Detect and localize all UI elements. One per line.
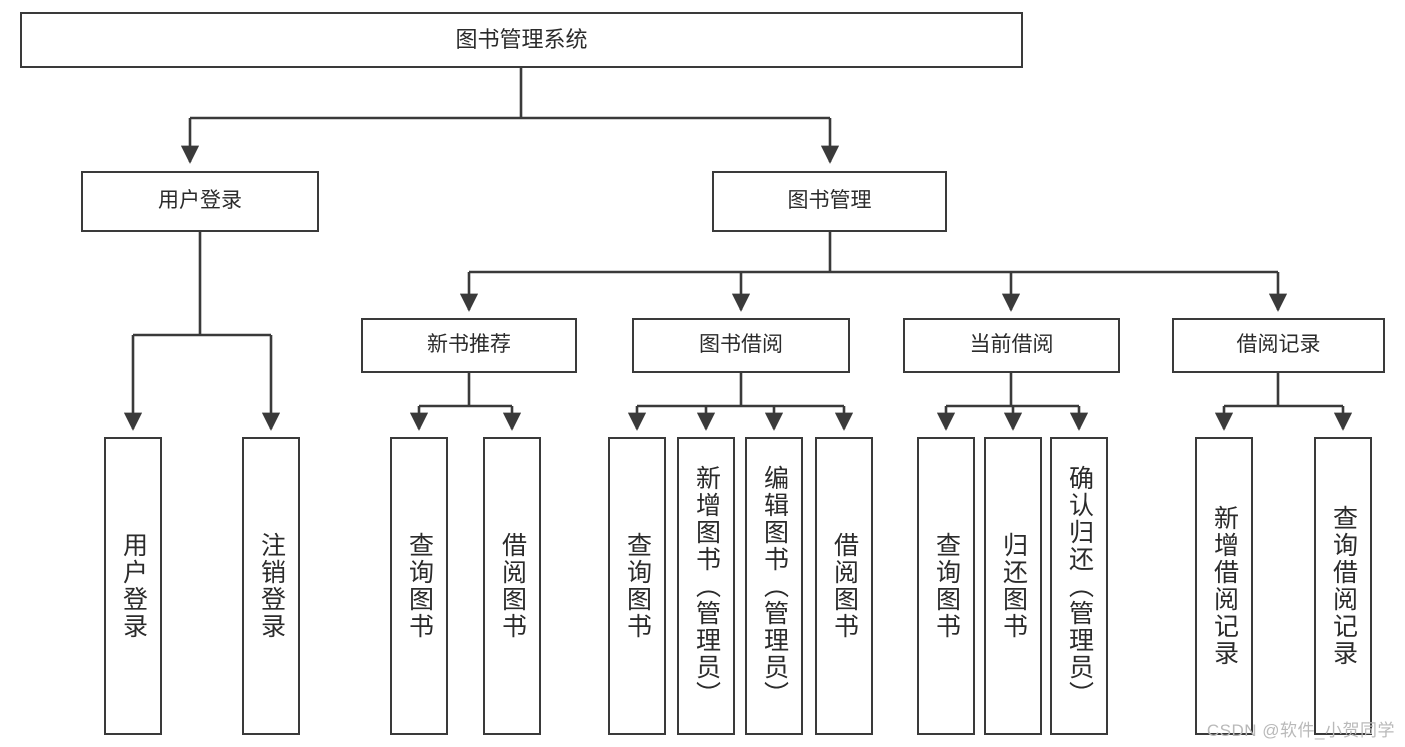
node-current-borrow-label: 当前借阅 xyxy=(969,333,1054,357)
leaf-return-book[interactable]: 归还图书 xyxy=(984,437,1042,735)
leaf-borrow-book-1[interactable]: 借阅图书 xyxy=(483,437,541,735)
node-book-manage-label: 图书管理 xyxy=(787,189,872,213)
leaf-add-record-label: 新增借阅记录 xyxy=(1210,505,1239,667)
leaf-confirm-return-label: 确认归还（管理员） xyxy=(1065,464,1094,708)
csdn-watermark: CSDN @软件_小贺同学 xyxy=(1206,721,1395,740)
leaf-query-book-2-label: 查询图书 xyxy=(623,532,652,640)
leaf-edit-book-label: 编辑图书（管理员） xyxy=(760,464,789,708)
node-user-login[interactable]: 用户登录 xyxy=(81,171,319,232)
node-user-login-label: 用户登录 xyxy=(158,189,242,213)
node-root[interactable]: 图书管理系统 xyxy=(20,12,1023,68)
node-book-borrow[interactable]: 图书借阅 xyxy=(632,318,850,373)
leaf-user-login[interactable]: 用户登录 xyxy=(104,437,162,735)
leaf-query-record-label: 查询借阅记录 xyxy=(1329,505,1358,667)
node-current-borrow[interactable]: 当前借阅 xyxy=(903,318,1120,373)
leaf-add-book[interactable]: 新增图书（管理员） xyxy=(677,437,735,735)
leaf-edit-book[interactable]: 编辑图书（管理员） xyxy=(745,437,803,735)
node-book-borrow-label: 图书借阅 xyxy=(699,333,783,357)
leaf-query-book-1-label: 查询图书 xyxy=(405,532,434,640)
leaf-confirm-return[interactable]: 确认归还（管理员） xyxy=(1050,437,1108,735)
leaf-query-book-3[interactable]: 查询图书 xyxy=(917,437,975,735)
leaf-logout-login[interactable]: 注销登录 xyxy=(242,437,300,735)
leaf-borrow-book-1-label: 借阅图书 xyxy=(498,532,527,640)
leaf-logout-login-label: 注销登录 xyxy=(257,532,286,640)
leaf-borrow-book-2-label: 借阅图书 xyxy=(830,532,859,640)
node-new-book-rec-label: 新书推荐 xyxy=(427,333,511,357)
leaf-borrow-book-2[interactable]: 借阅图书 xyxy=(815,437,873,735)
leaf-user-login-label: 用户登录 xyxy=(119,532,148,640)
leaf-query-book-2[interactable]: 查询图书 xyxy=(608,437,666,735)
node-borrow-record-label: 借阅记录 xyxy=(1236,333,1321,357)
leaf-query-book-3-label: 查询图书 xyxy=(932,532,961,640)
node-new-book-rec[interactable]: 新书推荐 xyxy=(361,318,577,373)
leaf-add-record[interactable]: 新增借阅记录 xyxy=(1195,437,1253,735)
node-borrow-record[interactable]: 借阅记录 xyxy=(1172,318,1385,373)
node-root-label: 图书管理系统 xyxy=(455,27,588,53)
leaf-add-book-label: 新增图书（管理员） xyxy=(692,464,721,708)
node-book-manage[interactable]: 图书管理 xyxy=(712,171,947,232)
leaf-return-book-label: 归还图书 xyxy=(999,532,1028,640)
leaf-query-record[interactable]: 查询借阅记录 xyxy=(1314,437,1372,735)
leaf-query-book-1[interactable]: 查询图书 xyxy=(390,437,448,735)
